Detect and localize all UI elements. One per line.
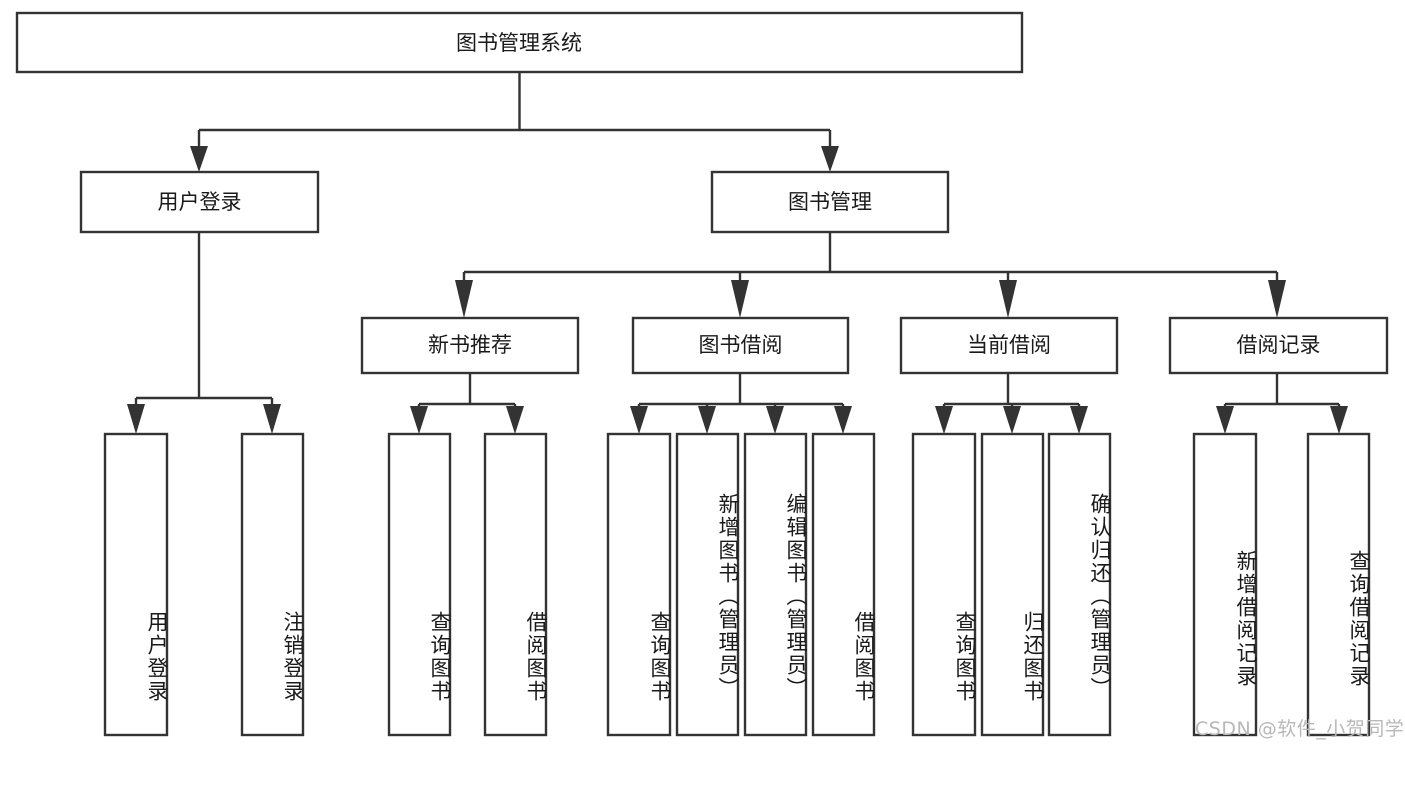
node-leaf-9-box[interactable] bbox=[911, 432, 977, 737]
connector-layer bbox=[127, 72, 1348, 434]
arrowhead-newbook bbox=[455, 280, 473, 318]
node-leaf-12-box[interactable] bbox=[1192, 432, 1258, 737]
node-root-box[interactable] bbox=[15, 11, 1024, 74]
flowchart-canvas: 图书管理系统 用户登录 图书管理 新书推荐 图书借阅 当前借阅 借阅记录 bbox=[15, 11, 1405, 740]
node-login[interactable]: 用户登录 bbox=[79, 170, 320, 234]
arrowhead-login bbox=[190, 146, 208, 172]
node-borrow-box[interactable] bbox=[631, 316, 850, 375]
node-leaf-2-box[interactable] bbox=[240, 432, 305, 737]
arrowhead-leaf-8 bbox=[834, 406, 852, 434]
node-newbook-label: 新书推荐 bbox=[428, 333, 512, 357]
node-bookmgmt-label: 图书管理 bbox=[788, 190, 872, 214]
arrowhead-records bbox=[1268, 280, 1286, 318]
node-records-box[interactable] bbox=[1168, 316, 1389, 375]
arrowhead-leaf-5 bbox=[630, 406, 648, 434]
arrowhead-leaf-7 bbox=[766, 406, 784, 434]
node-leaf-7-box[interactable] bbox=[743, 432, 808, 737]
node-leaf-6-box[interactable] bbox=[675, 432, 740, 737]
node-leaf-1-box[interactable] bbox=[103, 432, 169, 737]
node-login-box[interactable] bbox=[79, 170, 320, 234]
arrowhead-leaf-4 bbox=[506, 406, 524, 434]
arrowhead-leaf-1 bbox=[127, 404, 145, 434]
arrowhead-current bbox=[999, 280, 1017, 318]
node-current-box[interactable] bbox=[899, 316, 1119, 375]
csdn-watermark: CSDN @软件_小贺同学 bbox=[1195, 718, 1405, 740]
flowchart-svg: 图书管理系统 用户登录 图书管理 新书推荐 图书借阅 当前借阅 借阅记录 bbox=[15, 11, 1389, 737]
arrowhead-leaf-9 bbox=[935, 406, 953, 434]
arrowhead-leaf-13 bbox=[1330, 406, 1348, 434]
arrowhead-leaf-12 bbox=[1216, 406, 1234, 434]
arrowhead-leaf-3 bbox=[410, 406, 428, 434]
node-leaf-11-box[interactable] bbox=[1047, 432, 1112, 737]
node-root-label: 图书管理系统 bbox=[456, 31, 582, 55]
node-bookmgmt-box[interactable] bbox=[710, 170, 950, 234]
node-leaf-10-box[interactable] bbox=[980, 432, 1045, 737]
arrowhead-bookmgmt bbox=[821, 146, 839, 172]
arrowhead-leaf-11 bbox=[1070, 406, 1088, 434]
node-leaf-13-box[interactable] bbox=[1306, 432, 1371, 737]
node-leaf-5-box[interactable] bbox=[606, 432, 672, 737]
arrowhead-borrow bbox=[731, 280, 749, 318]
node-leaf-4-box[interactable] bbox=[483, 432, 548, 737]
node-borrow-label: 图书借阅 bbox=[699, 333, 783, 357]
arrowhead-leaf-10 bbox=[1003, 406, 1021, 434]
node-newbook[interactable]: 新书推荐 bbox=[360, 316, 580, 375]
node-leaf-3-box[interactable] bbox=[387, 432, 452, 737]
node-borrow[interactable]: 图书借阅 bbox=[631, 316, 850, 375]
node-login-label: 用户登录 bbox=[158, 190, 242, 214]
node-records[interactable]: 借阅记录 bbox=[1168, 316, 1389, 375]
node-current-label: 当前借阅 bbox=[967, 333, 1051, 357]
node-leaf-8-box[interactable] bbox=[811, 432, 876, 737]
node-current[interactable]: 当前借阅 bbox=[899, 316, 1119, 375]
arrowhead-leaf-6 bbox=[698, 406, 716, 434]
node-newbook-box[interactable] bbox=[360, 316, 580, 375]
arrowhead-leaf-2 bbox=[263, 404, 281, 434]
node-records-label: 借阅记录 bbox=[1237, 333, 1321, 357]
node-root[interactable]: 图书管理系统 bbox=[15, 11, 1024, 74]
leaf-box-layer bbox=[103, 432, 1371, 737]
node-bookmgmt[interactable]: 图书管理 bbox=[710, 170, 950, 234]
